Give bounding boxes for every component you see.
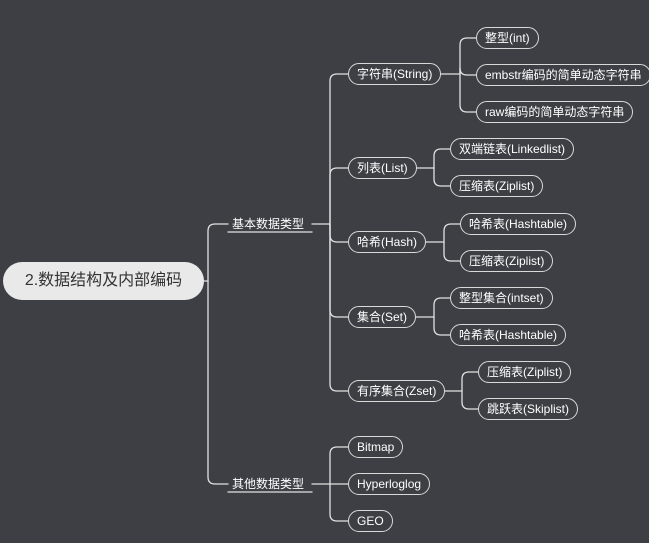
node-geo[interactable]: GEO xyxy=(348,510,393,532)
other-links-link-0 xyxy=(329,446,349,485)
leaf-hash-ziplist[interactable]: 压缩表(Ziplist) xyxy=(460,250,554,272)
root-links-link-1 xyxy=(207,280,229,485)
encoding-links-2-link-0 xyxy=(443,223,461,243)
leaf-zset-skiplist[interactable]: 跳跃表(Skiplist) xyxy=(478,398,579,420)
basic-links-link-0 xyxy=(329,73,349,225)
encoding-links-3-link-1 xyxy=(433,316,451,336)
leaf-list-linkedlist[interactable]: 双端链表(Linkedlist) xyxy=(450,138,575,160)
leaf-set-hashtable[interactable]: 哈希表(Hashtable) xyxy=(450,324,567,346)
encoding-links-0-link-0 xyxy=(459,37,477,75)
basic-links-link-1 xyxy=(329,167,349,225)
encoding-links-0-link-1 xyxy=(459,67,477,76)
branch-other-data-types[interactable]: 其他数据类型 xyxy=(232,477,305,491)
node-string[interactable]: 字符串(String) xyxy=(348,63,442,85)
node-zset[interactable]: 有序集合(Zset) xyxy=(348,380,446,402)
node-hyperloglog[interactable]: Hyperloglog xyxy=(348,473,431,495)
encoding-links-2-link-1 xyxy=(443,241,461,262)
leaf-string-embstr[interactable]: embstr编码的简单动态字符串 xyxy=(476,64,649,86)
node-hash[interactable]: 哈希(Hash) xyxy=(348,231,427,253)
leaf-zset-ziplist[interactable]: 压缩表(Ziplist) xyxy=(478,361,572,383)
leaf-string-int[interactable]: 整型(int) xyxy=(476,27,539,49)
leaf-hash-hashtable[interactable]: 哈希表(Hashtable) xyxy=(460,213,577,235)
leaf-set-intset[interactable]: 整型集合(intset) xyxy=(450,287,553,309)
node-bitmap[interactable]: Bitmap xyxy=(348,436,404,458)
encoding-links-0-link-2 xyxy=(459,73,477,113)
basic-links-link-2 xyxy=(329,223,349,243)
node-set[interactable]: 集合(Set) xyxy=(348,306,417,328)
leaf-string-raw[interactable]: raw编码的简单动态字符串 xyxy=(476,101,634,123)
root-topic[interactable]: 2.数据结构及内部编码 xyxy=(3,262,204,300)
branch-basic-data-types[interactable]: 基本数据类型 xyxy=(232,217,305,231)
encoding-links-1-link-1 xyxy=(433,167,451,187)
node-list[interactable]: 列表(List) xyxy=(348,157,417,179)
other-links-link-2 xyxy=(329,483,349,522)
root-links-link-0 xyxy=(207,223,229,282)
basic-links-link-3 xyxy=(329,223,349,318)
encoding-links-4-link-0 xyxy=(461,371,479,392)
basic-links-link-4 xyxy=(329,223,349,392)
encoding-links-3-link-0 xyxy=(433,297,451,318)
encoding-links-4-link-1 xyxy=(461,390,479,410)
encoding-links-1-link-0 xyxy=(433,148,451,169)
leaf-list-ziplist[interactable]: 压缩表(Ziplist) xyxy=(450,175,544,197)
